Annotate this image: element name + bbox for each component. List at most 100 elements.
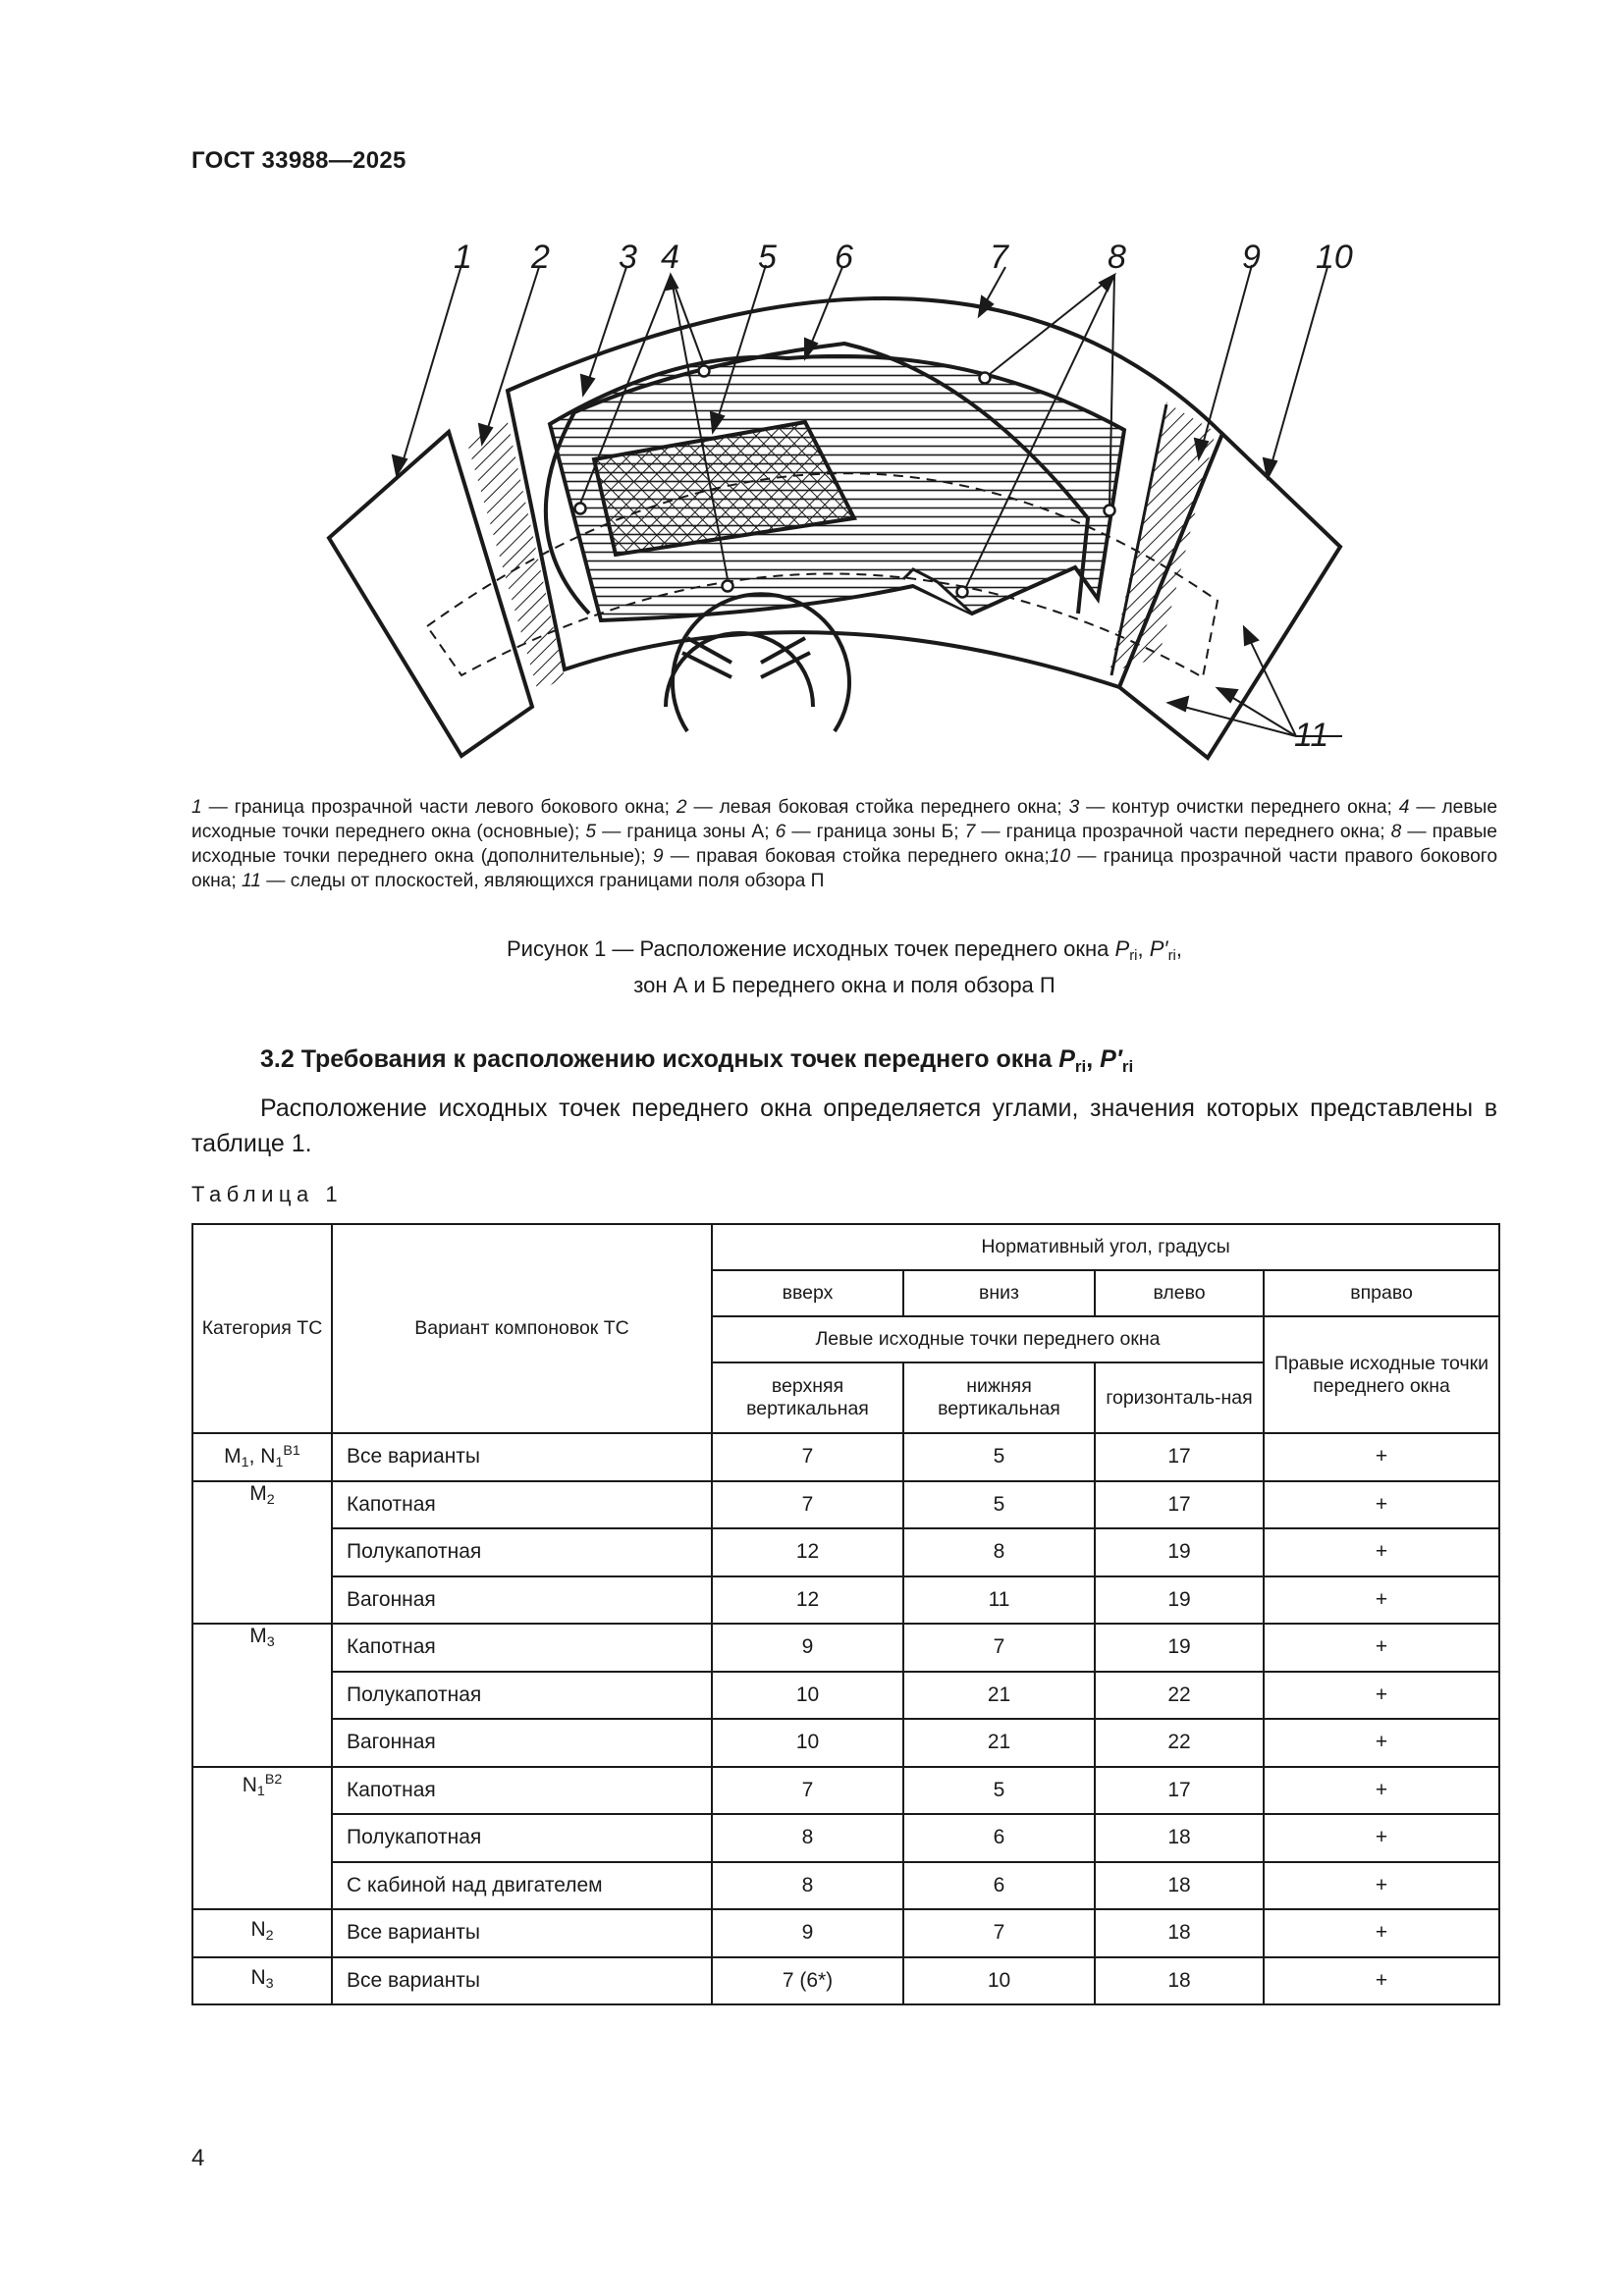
section-heading: 3.2 Требования к расположению исходных т… bbox=[260, 1045, 1134, 1076]
table-label: Таблица 1 bbox=[191, 1182, 344, 1206]
legend-item-4: 4 — левые исходные точки переднего окна … bbox=[191, 797, 1498, 842]
cell-left: 18 bbox=[1094, 1908, 1265, 1958]
cell-category: M1, N1B1 bbox=[191, 1432, 333, 1482]
cell-down: 5 bbox=[902, 1479, 1096, 1529]
cell-down: 8 bbox=[902, 1527, 1096, 1577]
cell-right: + bbox=[1262, 1765, 1501, 1815]
cell-category: M3 bbox=[191, 1623, 333, 1768]
cell-right: + bbox=[1262, 1527, 1501, 1577]
cell-right: + bbox=[1262, 1718, 1501, 1768]
fig-label-4: 4 bbox=[661, 239, 679, 276]
cell-variant: Капотная bbox=[331, 1479, 713, 1529]
cell-left: 19 bbox=[1094, 1575, 1265, 1625]
legend-item-10: 10 — граница прозрачной части правого бо… bbox=[191, 846, 1497, 891]
cell-down: 21 bbox=[902, 1718, 1096, 1768]
fig-label-5: 5 bbox=[758, 239, 777, 276]
legend-item-8: 8 — правые исходные точки переднего окна… bbox=[191, 822, 1497, 867]
cell-variant: Капотная bbox=[331, 1623, 713, 1673]
header-left-points: Левые исходные точки переднего окна bbox=[711, 1315, 1265, 1363]
cell-up: 7 bbox=[711, 1765, 904, 1815]
body-paragraph: Расположение исходных точек переднего ок… bbox=[191, 1095, 1497, 1157]
header-lower-vertical: нижняя вертикальная bbox=[902, 1362, 1096, 1434]
cell-variant: Все варианты bbox=[331, 1432, 713, 1482]
cell-down: 5 bbox=[902, 1432, 1096, 1482]
cell-right: + bbox=[1262, 1432, 1501, 1482]
cell-variant: Капотная bbox=[331, 1765, 713, 1815]
cell-up: 12 bbox=[711, 1575, 904, 1625]
page-number: 4 bbox=[191, 2145, 205, 2171]
cell-left: 18 bbox=[1094, 1813, 1265, 1863]
cell-down: 6 bbox=[902, 1813, 1096, 1863]
figure-caption: Рисунок 1 — Расположение исходных точек … bbox=[506, 936, 1182, 998]
cell-up: 9 bbox=[711, 1908, 904, 1958]
cell-up: 10 bbox=[711, 1718, 904, 1768]
figure-1-diagram: 1 2 3 4 5 6 7 8 9 10 11 bbox=[326, 239, 1353, 761]
left-pillar bbox=[466, 422, 565, 692]
cell-variant: С кабиной над двигателем bbox=[331, 1860, 713, 1910]
header-right-points: Правые исходные точки переднего окна bbox=[1262, 1315, 1501, 1434]
document-header: ГОСТ 33988—2025 bbox=[191, 147, 406, 174]
fig-label-9: 9 bbox=[1242, 239, 1261, 276]
cell-left: 18 bbox=[1094, 1860, 1265, 1910]
cell-variant: Вагонная bbox=[331, 1718, 713, 1768]
fig-label-2: 2 bbox=[530, 239, 550, 276]
cell-left: 17 bbox=[1094, 1479, 1265, 1529]
cell-category: N1B2 bbox=[191, 1765, 333, 1910]
cell-down: 10 bbox=[902, 1955, 1096, 2005]
cell-category: N3 bbox=[191, 1955, 333, 2005]
leader-lines bbox=[391, 264, 1342, 737]
cell-right: + bbox=[1262, 1813, 1501, 1863]
header-upper-vertical: верхняя вертикальная bbox=[711, 1362, 904, 1434]
cell-up: 7 bbox=[711, 1479, 904, 1529]
cell-left: 17 bbox=[1094, 1432, 1265, 1482]
cell-up: 8 bbox=[711, 1860, 904, 1910]
cell-left: 19 bbox=[1094, 1527, 1265, 1577]
requirements-table: Категория ТС Вариант компоновок ТС Норма… bbox=[191, 1223, 1501, 2005]
cell-left: 17 bbox=[1094, 1765, 1265, 1815]
legend-item-9: 9 — правая боковая стойка переднего окна… bbox=[652, 846, 1050, 867]
cell-down: 5 bbox=[902, 1765, 1096, 1815]
cell-left: 18 bbox=[1094, 1955, 1265, 2005]
legend-item-2: 2 — левая боковая стойка переднего окна; bbox=[676, 797, 1069, 818]
header-horizontal: горизонталь-ная bbox=[1094, 1362, 1265, 1434]
cell-down: 6 bbox=[902, 1860, 1096, 1910]
legend-item-5: 5 — граница зоны А; bbox=[585, 822, 776, 842]
cell-left: 22 bbox=[1094, 1670, 1265, 1720]
header-down: вниз bbox=[902, 1269, 1096, 1317]
cell-up: 7 bbox=[711, 1432, 904, 1482]
figure-legend: 1 — граница прозрачной части левого боко… bbox=[191, 795, 1497, 893]
cell-down: 7 bbox=[902, 1623, 1096, 1673]
legend-item-7: 7 — граница прозрачной части переднего о… bbox=[964, 822, 1391, 842]
legend-item-11: 11 — следы от плоскостей, являющихся гра… bbox=[242, 871, 825, 891]
cell-up: 10 bbox=[711, 1670, 904, 1720]
header-category: Категория ТС bbox=[191, 1223, 333, 1434]
cell-category: M2 bbox=[191, 1479, 333, 1625]
cell-up: 9 bbox=[711, 1623, 904, 1673]
cell-right: + bbox=[1262, 1575, 1501, 1625]
cell-left: 22 bbox=[1094, 1718, 1265, 1768]
cell-down: 21 bbox=[902, 1670, 1096, 1720]
cell-right: + bbox=[1262, 1860, 1501, 1910]
fig-label-10: 10 bbox=[1316, 239, 1353, 276]
cell-down: 7 bbox=[902, 1908, 1096, 1958]
legend-item-6: 6 — граница зоны Б; bbox=[775, 822, 965, 842]
fig-label-3: 3 bbox=[619, 239, 637, 276]
fig-label-8: 8 bbox=[1108, 239, 1126, 276]
cell-category: N2 bbox=[191, 1908, 333, 1958]
cell-variant: Вагонная bbox=[331, 1575, 713, 1625]
right-pillar bbox=[1110, 402, 1216, 672]
cell-left: 19 bbox=[1094, 1623, 1265, 1673]
header-up: вверх bbox=[711, 1269, 904, 1317]
